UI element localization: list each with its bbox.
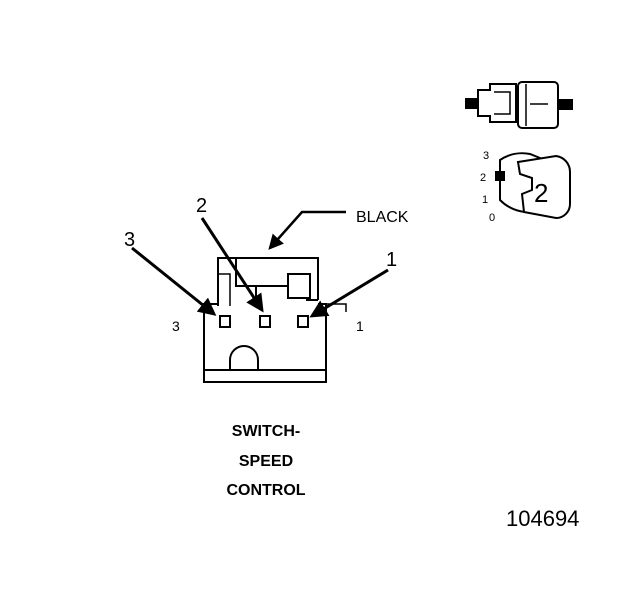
cavity-1 <box>297 315 309 328</box>
arrow-label-1: 1 <box>386 249 397 271</box>
wire-color-label: BLACK <box>356 209 409 226</box>
knob-position-label: 2 <box>534 178 548 208</box>
switch-knob-detail <box>495 152 572 220</box>
cavity-2 <box>259 315 271 328</box>
arrow-3 <box>131 246 217 316</box>
position-label-2: 2 <box>480 172 486 184</box>
position-label-1: 1 <box>482 194 488 206</box>
position-label-0: 0 <box>489 212 495 224</box>
cavity-label-1: 1 <box>356 318 364 334</box>
caption-line-1: SWITCH- <box>231 423 301 440</box>
cavity-label-3: 3 <box>172 318 180 334</box>
position-label-3: 3 <box>483 150 489 162</box>
switch-side-view <box>465 81 573 129</box>
arrow-2 <box>200 217 264 313</box>
arrow-black <box>268 210 346 250</box>
cavity-3 <box>219 315 231 328</box>
caption-line-3: CONTROL <box>226 482 306 499</box>
document-number: 104694 <box>506 506 580 531</box>
arrow-1 <box>309 268 389 318</box>
arrow-label-2: 2 <box>196 195 207 217</box>
caption-line-2: SPEED <box>238 453 294 470</box>
arrow-label-3: 3 <box>124 229 135 251</box>
callout-arrows <box>131 210 389 318</box>
terminal-cavities <box>219 315 309 328</box>
